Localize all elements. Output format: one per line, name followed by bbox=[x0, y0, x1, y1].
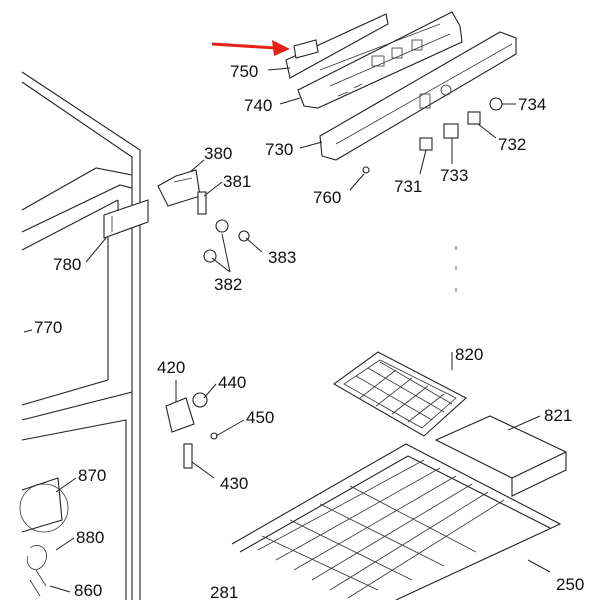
callout-381: 381 bbox=[223, 172, 251, 191]
callout-733: 733 bbox=[440, 166, 468, 185]
callout-440: 440 bbox=[218, 373, 246, 392]
red-arrow-indicator bbox=[211, 40, 290, 56]
callout-382: 382 bbox=[214, 275, 242, 294]
control-housing-assembly bbox=[285, 11, 517, 161]
callout-821: 821 bbox=[544, 406, 572, 425]
callout-383: 383 bbox=[268, 248, 296, 267]
callout-870: 870 bbox=[78, 466, 106, 485]
cabinet-body bbox=[19, 71, 149, 600]
callout-730: 730 bbox=[265, 140, 293, 159]
callout-430: 430 bbox=[220, 474, 248, 493]
ice-tray bbox=[332, 351, 467, 437]
callout-380: 380 bbox=[204, 144, 232, 163]
callout-770: 770 bbox=[34, 318, 62, 337]
callout-820: 820 bbox=[455, 345, 483, 364]
callout-734: 734 bbox=[518, 95, 546, 114]
callout-450: 450 bbox=[246, 408, 274, 427]
callout-860: 860 bbox=[74, 581, 102, 600]
callout-750: 750 bbox=[230, 62, 258, 81]
callout-740: 740 bbox=[244, 96, 272, 115]
wire-shelf bbox=[231, 443, 562, 600]
callout-780: 780 bbox=[53, 255, 81, 274]
callout-760: 760 bbox=[313, 188, 341, 207]
callout-250: 250 bbox=[556, 575, 584, 594]
callout-labels: 750 740 730 760 731 733 732 734 380 381 … bbox=[34, 62, 584, 600]
callout-281: 281 bbox=[210, 583, 238, 600]
callout-880: 880 bbox=[76, 528, 104, 547]
shelf-insert bbox=[434, 415, 568, 497]
small-fasteners bbox=[157, 97, 503, 469]
callout-732: 732 bbox=[498, 135, 526, 154]
callout-420: 420 bbox=[157, 358, 185, 377]
leader-lines bbox=[23, 67, 551, 593]
callout-731: 731 bbox=[394, 177, 422, 196]
